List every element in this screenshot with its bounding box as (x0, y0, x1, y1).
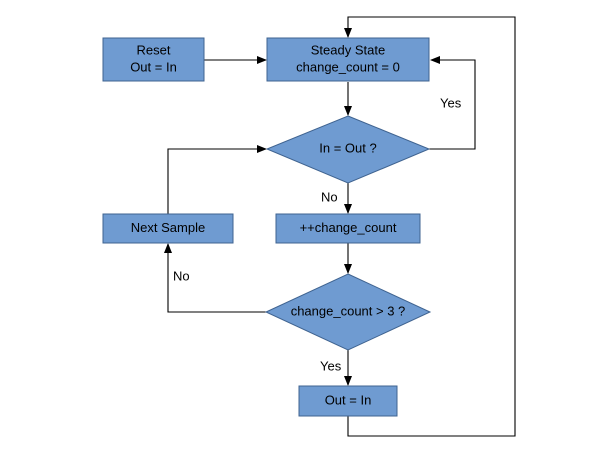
reset-box (102, 37, 205, 82)
edge-label-yes-to-out: Yes (320, 358, 342, 373)
edge-count-decision-no-to-next-sample (164, 243, 266, 313)
node-decision-change-count[interactable]: change_count > 3 ? (264, 273, 432, 351)
node-increment-change-count[interactable]: ++change_count (275, 213, 421, 244)
edge-next-sample-to-decision (167, 145, 267, 214)
edge-label-no-to-next-sample: No (173, 268, 190, 283)
out-equals-in-box (298, 385, 398, 417)
edge-out-loop-to-steady-state (344, 16, 516, 437)
decision-change-count-label: change_count > 3 ? (291, 303, 406, 318)
steady-state-box (266, 37, 430, 82)
node-reset[interactable]: Reset Out = In (102, 37, 205, 82)
out-equals-in-label: Out = In (325, 392, 372, 407)
edge-decision-yes-to-steady-state (429, 56, 476, 150)
node-next-sample[interactable]: Next Sample (102, 213, 234, 244)
reset-sublabel: Out = In (130, 59, 177, 74)
edge-label-no-to-increment: No (321, 189, 338, 204)
node-out-equals-in[interactable]: Out = In (298, 385, 398, 417)
steady-state-sublabel: change_count = 0 (296, 59, 400, 74)
reset-label: Reset (137, 42, 171, 57)
increment-label: ++change_count (300, 220, 397, 235)
decision-change-count-diamond (264, 273, 432, 351)
node-steady-state[interactable]: Steady State change_count = 0 (266, 37, 430, 82)
next-sample-box (102, 213, 234, 244)
increment-box (275, 213, 421, 244)
steady-state-label: Steady State (311, 42, 385, 57)
edge-label-yes-to-steady-state: Yes (440, 95, 462, 110)
decision-in-equals-out-label: In = Out ? (319, 140, 376, 155)
node-decision-in-equals-out[interactable]: In = Out ? (265, 115, 431, 184)
edges (164, 16, 516, 437)
decision-in-equals-out-diamond (265, 115, 431, 184)
next-sample-label: Next Sample (131, 220, 205, 235)
